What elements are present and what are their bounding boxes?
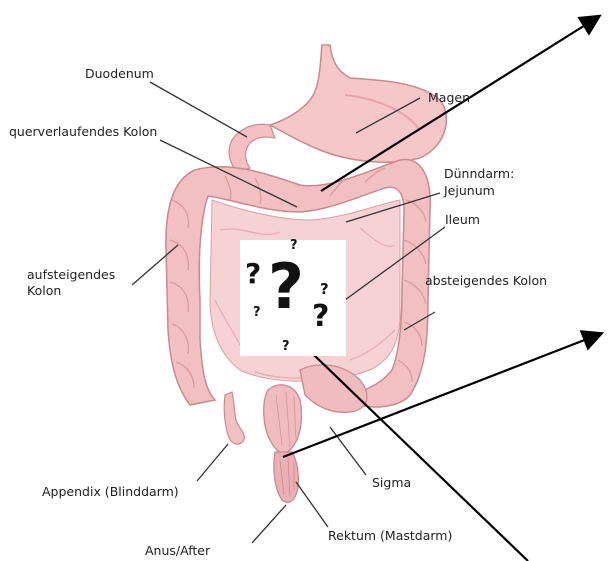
stomach-shape [270, 45, 446, 162]
label-sigma: Sigma [372, 475, 411, 490]
anus-shape [274, 452, 299, 502]
label-absteigendes-kolon: absteigendes Kolon [425, 273, 547, 288]
label-rektum: Rektum (Mastdarm) [328, 528, 452, 543]
small-question-mark-4: ? [282, 340, 290, 353]
label-aufsteigendes: aufsteigendes [27, 267, 115, 282]
label-duodenum: Duodenum [85, 66, 154, 81]
big-question-mark: ? [268, 256, 304, 318]
label-querverlaufendes-kolon: querverlaufendes Kolon [9, 124, 157, 139]
medium-question-mark: ? [245, 260, 261, 288]
label-duenndarm: Dünndarm: [444, 166, 514, 181]
label-appendix: Appendix (Blinddarm) [42, 484, 179, 499]
small-question-mark-3: ? [253, 306, 261, 319]
label-magen: Magen [428, 90, 470, 105]
appendix-shape [224, 392, 244, 444]
label-kolon: Kolon [27, 283, 61, 298]
rectum-shape [264, 385, 302, 453]
label-ileum: Ileum [445, 212, 480, 227]
label-anus: Anus/After [145, 543, 210, 558]
question-mark-box: ? ? ? ? ? ? ? [240, 240, 346, 356]
medium-question-mark-2: ? [312, 302, 329, 332]
small-question-mark-2: ? [320, 282, 329, 297]
label-jejunum: Jejunum [444, 183, 495, 198]
